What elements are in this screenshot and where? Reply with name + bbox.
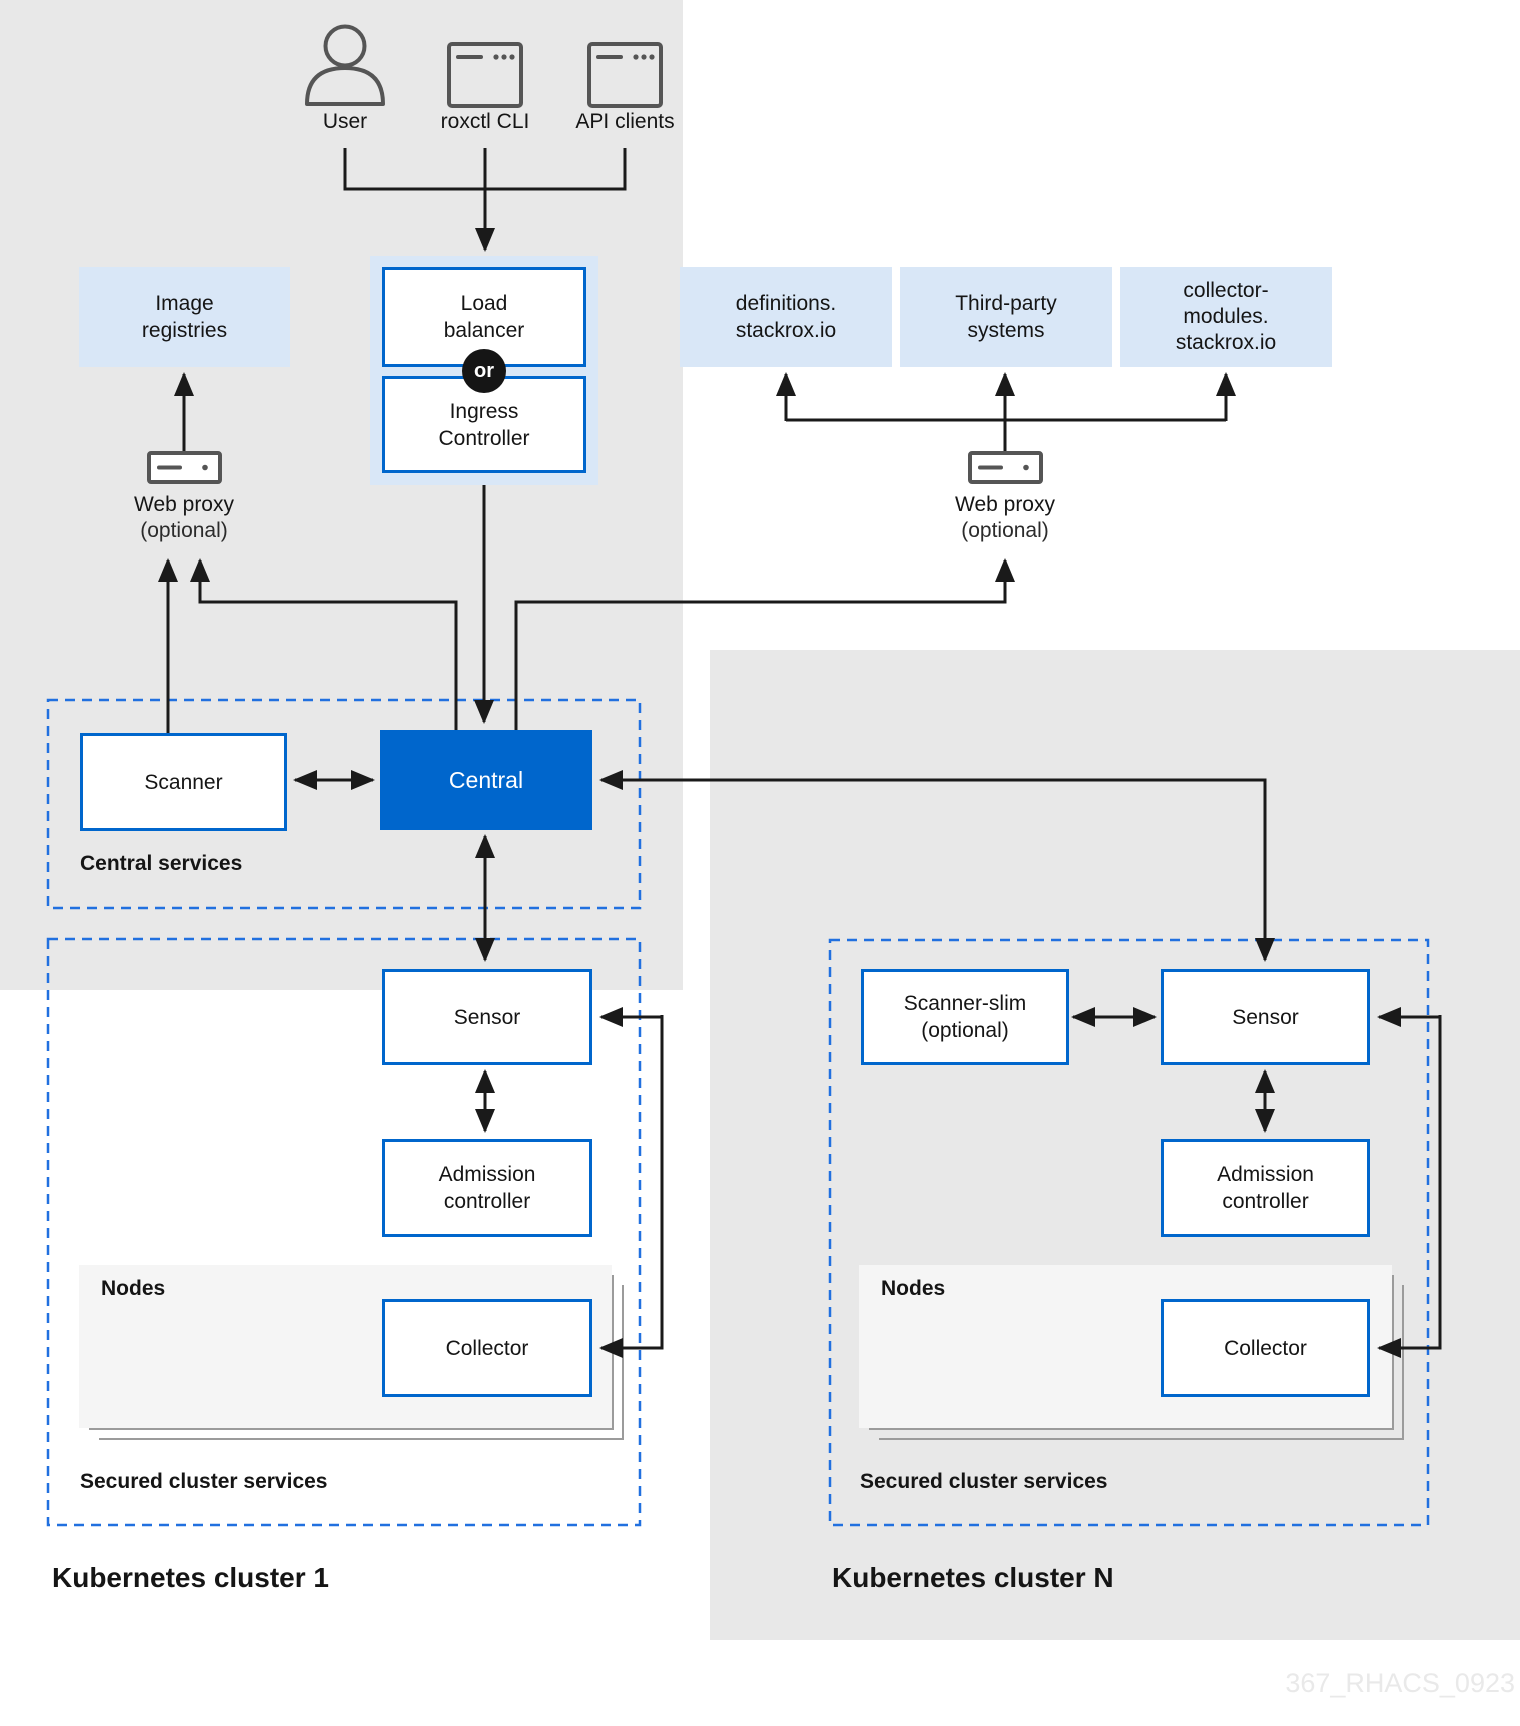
api-clients-label: API clients <box>575 110 675 133</box>
third-party-line2: systems <box>967 319 1045 342</box>
clusterN-admission-line1: Admission <box>1217 1163 1314 1186</box>
cluster1-secured-services-label: Secured cluster services <box>80 1470 328 1493</box>
load-balancer-box: Load balancer <box>382 267 586 367</box>
cluster1-title: Kubernetes cluster 1 <box>52 1562 329 1593</box>
collector-modules-line1: collector- <box>1183 279 1269 302</box>
sensorN-to-collectorN-arrow <box>1377 1015 1442 1358</box>
ingress-label-line2: Controller <box>438 426 530 450</box>
cluster1-admission-line1: Admission <box>438 1163 536 1186</box>
proxy-server-icon <box>147 451 222 484</box>
scanner-slim-line2: (optional) <box>921 1019 1009 1042</box>
clusterN-secured-services-label: Secured cluster services <box>860 1470 1108 1493</box>
person-icon <box>305 24 385 106</box>
left-web-proxy-note: (optional) <box>140 519 228 542</box>
third-party-systems-box: Third-party systems <box>900 267 1112 367</box>
load-balancer-label-line2: balancer <box>443 319 525 342</box>
ingress-label-line1: Ingress <box>449 399 519 423</box>
right-web-proxy-title: Web proxy <box>955 493 1055 516</box>
clusterN-scanner-slim-box: Scanner-slim (optional) <box>861 969 1069 1065</box>
collector-modules-box: collector- modules. stackrox.io <box>1120 267 1332 367</box>
central-clusterN-sensor-arrow <box>599 770 1275 962</box>
image-registries-box: Image registries <box>79 267 290 367</box>
right-web-proxy-label: Web proxy (optional) <box>931 492 1079 544</box>
collector-modules-line3: stackrox.io <box>1175 331 1277 354</box>
right-web-proxy-note: (optional) <box>961 519 1049 542</box>
cluster1-secured-dashed-border <box>46 937 642 1527</box>
central-to-left-proxy-arrow <box>190 558 458 730</box>
central-services-dashed-border <box>46 698 642 910</box>
definitions-line2: stackrox.io <box>735 319 837 342</box>
central-to-right-proxy-arrow <box>514 558 1015 730</box>
scanner-box: Scanner <box>80 733 287 831</box>
left-web-proxy-title: Web proxy <box>134 493 234 516</box>
cluster1-sensor-box: Sensor <box>382 969 592 1065</box>
definitions-line1: definitions. <box>735 292 837 315</box>
cluster1-collector-box: Collector <box>382 1299 592 1397</box>
cluster1-nodes-label: Nodes <box>101 1277 166 1300</box>
clusterN-admission-line2: controller <box>1222 1190 1309 1213</box>
collector-modules-line2: modules. <box>1183 305 1269 328</box>
or-badge: or <box>462 349 506 393</box>
cluster1-nodes-stack-layer <box>99 1285 624 1440</box>
cluster1-admission-line2: controller <box>443 1190 531 1213</box>
terminal-window-icon <box>447 42 523 108</box>
third-party-line1: Third-party <box>955 292 1057 315</box>
ingress-controller-box: Ingress Controller <box>382 376 586 473</box>
load-balancer-label-line1: Load <box>460 292 508 315</box>
cluster1-admission-controller-box: Admission controller <box>382 1139 592 1237</box>
image-registries-line2: registries <box>141 319 228 342</box>
scanner-slim-line1: Scanner-slim <box>903 992 1027 1015</box>
definitions-stackrox-box: definitions. stackrox.io <box>680 267 892 367</box>
clusterN-nodes-stack-layer <box>879 1285 1404 1440</box>
clusterN-sensor-box: Sensor <box>1161 969 1370 1065</box>
clusterN-collector-box: Collector <box>1161 1299 1370 1397</box>
clusterN-nodes-label: Nodes <box>881 1277 946 1300</box>
central-services-title: Central services <box>80 852 243 875</box>
central-box: Central <box>380 730 592 830</box>
proxy-server-icon <box>968 451 1043 484</box>
sensor1-to-collector1-arrow <box>599 1015 664 1358</box>
image-registries-line1: Image <box>155 292 214 315</box>
left-web-proxy-label: Web proxy (optional) <box>110 492 258 544</box>
figure-watermark: 367_RHACS_0923 <box>1285 1668 1515 1698</box>
clusterN-admission-controller-box: Admission controller <box>1161 1139 1370 1237</box>
roxctl-cli-label: roxctl CLI <box>440 110 530 133</box>
user-label: User <box>322 110 368 133</box>
app-window-icon <box>587 42 663 108</box>
clusterN-title: Kubernetes cluster N <box>832 1562 1114 1593</box>
